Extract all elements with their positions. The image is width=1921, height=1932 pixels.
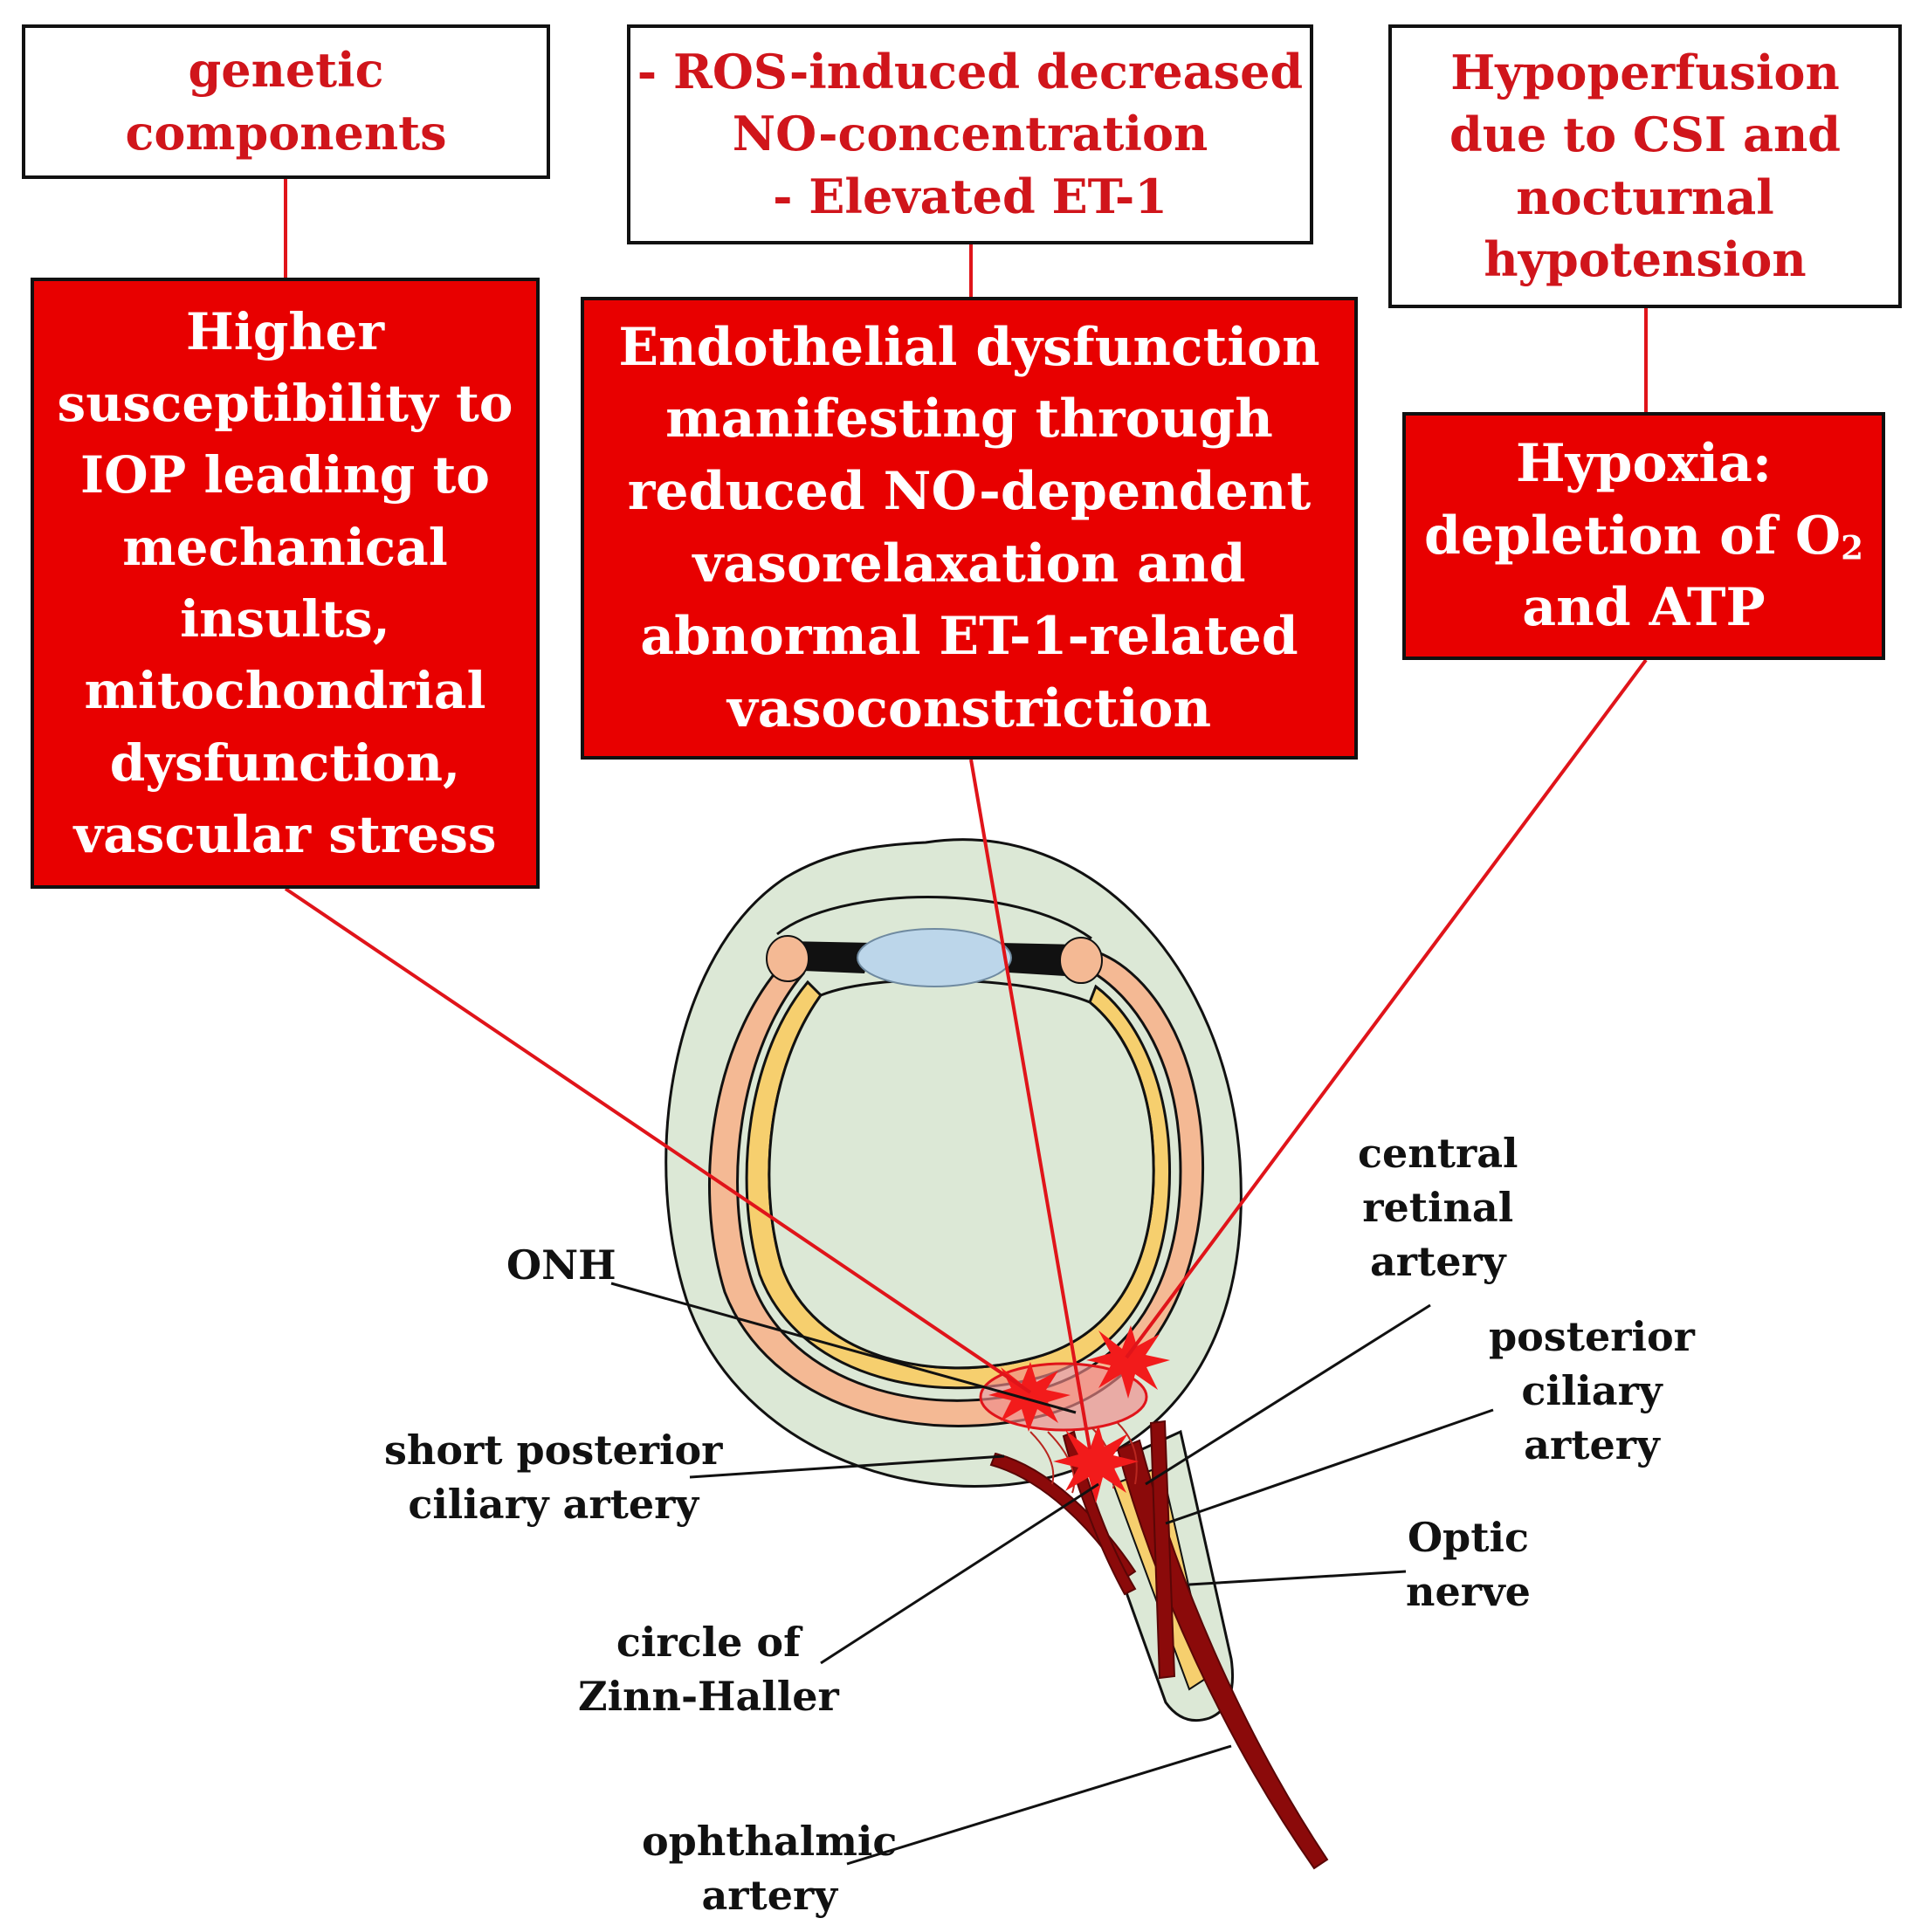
genetic-components-box: genetic components	[22, 24, 550, 179]
susceptibility-line-3: IOP leading to	[80, 445, 490, 505]
endothelial-line-1: Endothelial dysfunction	[618, 316, 1320, 378]
leader-central-retinal	[1145, 1303, 1431, 1486]
endothelial-line-2: manifesting through	[665, 388, 1273, 450]
label-posterior-line-2: ciliary	[1521, 1367, 1663, 1415]
hypoperfusion-line-2: due to CSI and	[1449, 107, 1841, 163]
hypoxia-line-3: and ATP	[1522, 577, 1766, 639]
susceptibility-line-2: susceptibility to	[57, 373, 513, 433]
pointer-susceptibility	[284, 887, 1032, 1394]
label-posterior-line-3: artery	[1524, 1421, 1660, 1469]
eye-iris-right	[1000, 943, 1078, 976]
label-ophthalmic-artery: ophthalmic artery	[642, 1814, 897, 1922]
hypoperfusion-line-1: Hypoperfusion	[1450, 44, 1840, 100]
leader-onh	[610, 1282, 1077, 1414]
susceptibility-line-5: insults,	[180, 589, 390, 649]
eye-lens	[857, 928, 1012, 987]
ros-no-et1-box: - ROS-induced decreased NO-concentration…	[627, 24, 1313, 244]
label-posterior-ciliary-artery: posterior ciliary artery	[1489, 1310, 1695, 1472]
leader-short-posterior	[689, 1454, 1005, 1479]
connector-lines	[284, 179, 1648, 412]
label-short-posterior-line-2: ciliary artery	[408, 1481, 699, 1529]
endothelial-line-4: vasorelaxation and	[692, 533, 1246, 595]
label-central-line-1: central	[1358, 1130, 1518, 1177]
ros-line-1: - ROS-induced decreased	[637, 44, 1304, 100]
endothelial-line-5: abnormal ET-1-related	[640, 605, 1298, 667]
label-short-posterior-ciliary-artery: short posterior ciliary artery	[384, 1423, 722, 1531]
hypoxia-box: Hypoxia: depletion of O2 and ATP	[1402, 412, 1885, 660]
label-ophthalmic-line-2: artery	[701, 1872, 837, 1920]
susceptibility-line-7: dysfunction,	[109, 732, 461, 793]
pointer-hypoxia	[1125, 658, 1648, 1359]
leader-zinn-haller	[820, 1482, 1099, 1665]
hypoxia-line-2: depletion of O2	[1424, 500, 1863, 573]
ros-line-2: NO-concentration	[732, 106, 1208, 162]
label-optic-line-2: nerve	[1406, 1568, 1531, 1616]
label-leader-lines	[610, 1282, 1494, 1866]
central-retinal-artery-vessel	[1149, 1420, 1176, 1680]
label-ophthalmic-line-1: ophthalmic	[642, 1818, 898, 1865]
leader-posterior-ciliary	[1165, 1408, 1494, 1525]
endothelial-dysfunction-box: Endothelial dysfunction manifesting thro…	[581, 297, 1358, 760]
label-onh-line-1: ONH	[506, 1241, 616, 1289]
eye-vitreous	[768, 979, 1155, 1370]
label-circle-of-zinn-haller: circle of Zinn-Haller	[578, 1615, 839, 1723]
hypoxia-line-1: Hypoxia:	[1515, 432, 1773, 494]
starburst-zinn	[1053, 1425, 1139, 1503]
susceptibility-box: Higher susceptibility to IOP leading to …	[31, 278, 540, 889]
label-onh: ONH	[506, 1238, 616, 1292]
leader-ophthalmic	[846, 1744, 1232, 1866]
hypoperfusion-line-4: hypotension	[1484, 230, 1807, 287]
eye-ciliary-body-left	[766, 935, 809, 982]
hypoxia-subscript: 2	[1841, 528, 1863, 567]
pointer-endothelial	[969, 759, 1091, 1450]
label-zinn-line-2: Zinn-Haller	[578, 1673, 839, 1721]
genetic-line-1: genetic	[188, 42, 384, 99]
starburst-crao	[1086, 1325, 1170, 1399]
label-posterior-line-1: posterior	[1489, 1313, 1695, 1360]
hypoperfusion-box: Hypoperfusion due to CSI and nocturnal h…	[1388, 24, 1902, 308]
endothelial-line-6: vasoconstriction	[726, 677, 1212, 739]
leader-optic-nerve	[1188, 1570, 1407, 1586]
eye-cornea	[776, 896, 1092, 940]
label-central-retinal-artery: central retinal artery	[1358, 1126, 1518, 1289]
effect-pointer-lines	[284, 658, 1648, 1450]
label-optic-line-1: Optic	[1407, 1514, 1529, 1561]
hypoxia-line-2-text: depletion of O	[1424, 505, 1842, 567]
label-optic-nerve: Optic nerve	[1406, 1510, 1531, 1619]
susceptibility-line-1: Higher	[185, 301, 384, 361]
endothelial-line-3: reduced NO-dependent	[627, 461, 1312, 523]
ros-line-3: - Elevated ET-1	[773, 168, 1167, 224]
label-central-line-2: retinal	[1362, 1184, 1514, 1232]
eye-ciliary-body-right	[1059, 937, 1103, 984]
susceptibility-line-6: mitochondrial	[84, 661, 486, 721]
damage-starbursts	[988, 1325, 1170, 1503]
label-zinn-line-1: circle of	[616, 1619, 801, 1666]
susceptibility-line-8: vascular stress	[73, 805, 497, 865]
susceptibility-line-4: mechanical	[122, 517, 448, 577]
label-short-posterior-line-1: short posterior	[384, 1427, 723, 1474]
hypoperfusion-line-3: nocturnal	[1516, 168, 1774, 225]
label-central-line-3: artery	[1369, 1238, 1506, 1286]
artery-tree	[989, 1420, 1329, 1870]
genetic-line-2: components	[125, 104, 447, 161]
